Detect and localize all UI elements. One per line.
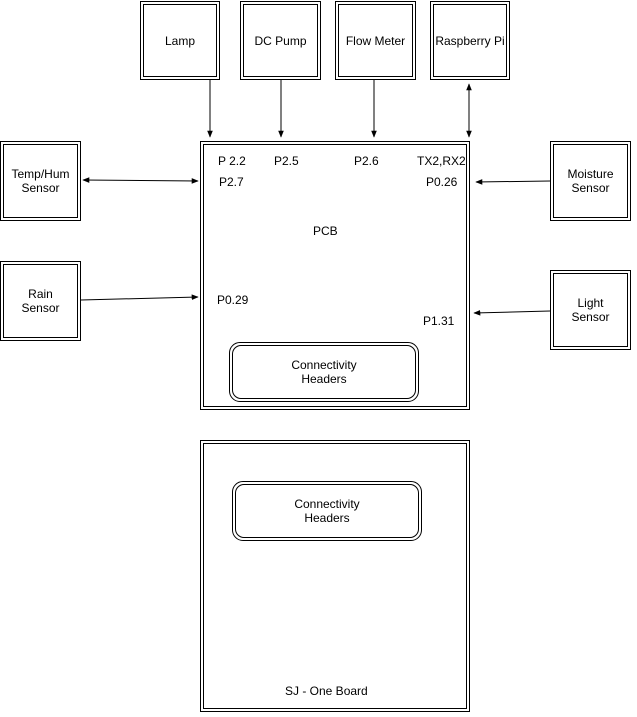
arrow-rain-to-pcb	[80, 294, 199, 301]
dc-pump-label: DC Pump	[254, 33, 307, 48]
pcb-connectivity-headers: Connectivity Headers	[229, 342, 419, 402]
temp-hum-sensor-label: Temp/Hum Sensor	[11, 167, 70, 195]
pin-rain: P0.29	[217, 293, 249, 307]
arrow-temp-hum-pcb	[82, 177, 199, 184]
rain-sensor-box: Rain Sensor	[0, 261, 81, 341]
light-sensor-label: Light Sensor	[571, 296, 610, 324]
dc-pump-box: DC Pump	[240, 1, 321, 80]
pcb-box: P 2.2 P2.5 P2.6 TX2,RX2 P2.7 P0.26 PCB P…	[200, 141, 470, 410]
sj-one-board-box: Connectivity Headers SJ - One Board	[200, 440, 470, 712]
sj-connectivity-headers-label: Connectivity Headers	[294, 497, 360, 525]
light-sensor-box: Light Sensor	[550, 270, 631, 350]
pin-raspberry-pi: TX2,RX2	[417, 154, 466, 168]
pcb-connectivity-headers-label: Connectivity Headers	[291, 358, 357, 386]
pin-flow-meter: P2.6	[354, 154, 379, 168]
rain-sensor-label: Rain Sensor	[21, 287, 60, 315]
arrow-moisture-to-pcb	[475, 179, 551, 185]
raspberry-pi-label: Raspberry Pi	[435, 33, 505, 48]
moisture-sensor-label: Moisture Sensor	[567, 167, 614, 195]
raspberry-pi-box: Raspberry Pi	[430, 1, 510, 80]
sj-one-board-label: SJ - One Board	[285, 684, 368, 698]
flow-meter-box: Flow Meter	[335, 1, 416, 80]
arrow-light-to-pcb	[473, 310, 551, 316]
pin-light: P1.31	[423, 314, 455, 328]
temp-hum-sensor-box: Temp/Hum Sensor	[0, 141, 81, 221]
moisture-sensor-box: Moisture Sensor	[550, 141, 631, 221]
pin-temp-hum: P2.7	[219, 175, 244, 189]
pcb-label: PCB	[313, 224, 338, 238]
lamp-label: Lamp	[164, 33, 196, 48]
lamp-box: Lamp	[140, 1, 220, 80]
flow-meter-label: Flow Meter	[345, 33, 406, 48]
pin-lamp: P 2.2	[218, 154, 246, 168]
pin-moisture: P0.26	[426, 175, 458, 189]
pin-dc-pump: P2.5	[274, 154, 299, 168]
sj-connectivity-headers: Connectivity Headers	[232, 481, 422, 541]
